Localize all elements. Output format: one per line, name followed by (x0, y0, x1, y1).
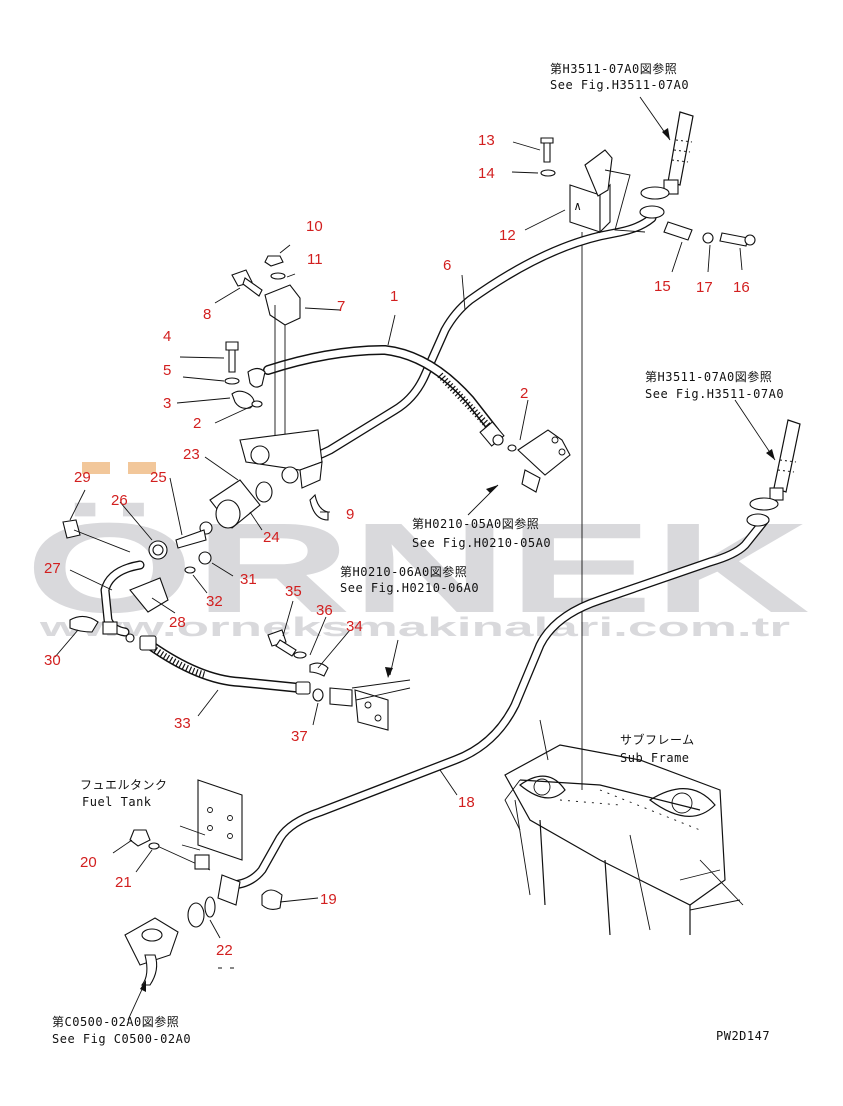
watermark-url: www.orneksmakinalari.com.tr (38, 612, 791, 642)
callout-37: 37 (291, 728, 308, 745)
callout-2-right: 2 (520, 385, 528, 402)
callout-33: 33 (174, 715, 191, 732)
callout-29: 29 (74, 469, 91, 486)
leader-lines (54, 141, 743, 939)
pipe-27 (100, 560, 145, 637)
callout-35: 35 (285, 583, 302, 600)
center-connector (507, 429, 571, 493)
callout-34: 34 (346, 618, 363, 635)
hose-1 (263, 344, 505, 447)
bottom-components (124, 874, 283, 986)
callout-18: 18 (458, 794, 475, 811)
ref-center-jp: 第H0210-05A0図参照 (412, 516, 539, 531)
left-cluster (62, 519, 212, 643)
reference-arrows (127, 96, 776, 1021)
drawing-code: PW2D147 (716, 1029, 770, 1043)
callout-20: 20 (80, 854, 97, 871)
top-right-connector (639, 111, 756, 247)
ref-mid-right-jp: 第H3511-07A0図参照 (645, 369, 772, 384)
mid-right-connector (746, 419, 801, 527)
sub-frame (504, 719, 744, 936)
callout-31: 31 (240, 571, 257, 588)
callout-8: 8 (203, 306, 211, 323)
ref-top-right-en: See Fig.H3511-07A0 (550, 78, 689, 92)
callout-5: 5 (163, 362, 171, 379)
callout-17: 17 (696, 279, 713, 296)
callout-1: 1 (390, 288, 398, 305)
callout-21: 21 (115, 874, 132, 891)
callout-15: 15 (654, 278, 671, 295)
callout-2-left: 2 (193, 415, 201, 432)
pipe-6 (300, 213, 657, 465)
svg-text:∧: ∧ (574, 199, 582, 213)
callout-numbers: 1 2 2 3 4 5 6 7 8 9 10 11 12 13 14 15 16… (44, 132, 750, 959)
callout-22: 22 (216, 942, 233, 959)
callout-11: 11 (307, 251, 323, 268)
fittings-34-37 (267, 629, 411, 731)
ref-mid-right-en: See Fig.H3511-07A0 (645, 387, 784, 401)
watermark-umlaut-left (82, 462, 110, 474)
callout-16: 16 (733, 279, 750, 296)
fittings-23-24 (175, 429, 329, 549)
sub-frame-label-jp: サブフレーム (620, 732, 695, 747)
callout-27: 27 (44, 560, 61, 577)
bracket-7 (231, 255, 301, 455)
clamp-set-3-5 (224, 341, 266, 409)
callout-12: 12 (499, 227, 516, 244)
callout-7: 7 (337, 298, 345, 315)
pipe-18 (225, 515, 770, 890)
callout-3: 3 (163, 395, 171, 412)
fuel-tank (129, 779, 243, 871)
callout-13: 13 (478, 132, 495, 149)
callout-32: 32 (206, 593, 223, 610)
callout-10: 10 (306, 218, 323, 235)
callout-24: 24 (263, 529, 280, 546)
callout-19: 19 (320, 891, 337, 908)
callout-28: 28 (169, 614, 186, 631)
callout-30: 30 (44, 652, 61, 669)
callout-14: 14 (478, 165, 495, 182)
callout-25: 25 (150, 469, 167, 486)
callout-6: 6 (443, 257, 451, 274)
fuel-tank-label-en: Fuel Tank (82, 795, 152, 809)
callout-36: 36 (316, 602, 333, 619)
callout-26: 26 (111, 492, 128, 509)
bracket-12: ∧ (540, 137, 646, 234)
watermark-umlaut-right (128, 462, 156, 474)
callout-23: 23 (183, 446, 200, 463)
ref-center-en: See Fig.H0210-05A0 (412, 536, 551, 550)
watermark: ÖRNEK www.orneksmakinalari.com.tr (25, 462, 810, 642)
ref-left-center-jp: 第H0210-06A0図参照 (340, 564, 467, 579)
ref-bottom-left-jp: 第C0500-02A0図参照 (52, 1014, 179, 1029)
fuel-tank-label-jp: フュエルタンク (80, 778, 168, 792)
ref-top-right-jp: 第H3511-07A0図参照 (550, 61, 677, 76)
ref-bottom-left-en: See Fig C0500-02A0 (52, 1032, 191, 1046)
callout-9: 9 (346, 506, 354, 523)
sub-frame-label-en: Sub Frame (620, 751, 690, 765)
hose-33 (139, 635, 311, 695)
callout-4: 4 (163, 328, 171, 345)
ref-left-center-en: See Fig.H0210-06A0 (340, 581, 479, 595)
